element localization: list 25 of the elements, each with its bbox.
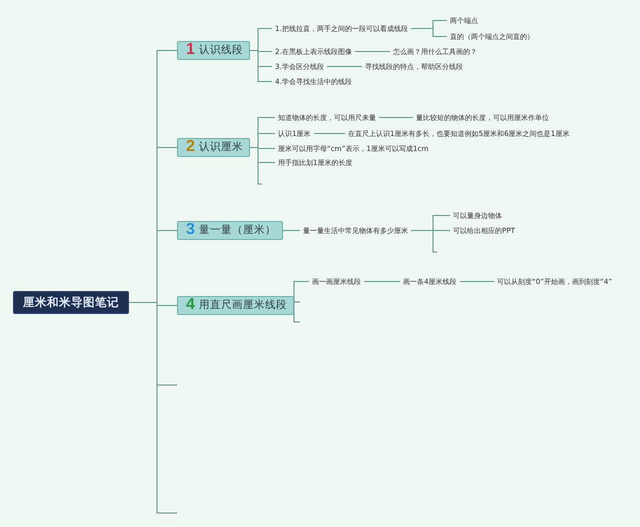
branch-number: 2 xyxy=(186,138,195,156)
branch-box xyxy=(177,220,283,240)
connector-line xyxy=(250,50,272,82)
connector-line xyxy=(410,230,438,252)
root-box: 厘米和米导图笔记 xyxy=(13,290,129,314)
connector-line xyxy=(326,66,362,67)
branch-box xyxy=(177,40,250,60)
branch-box xyxy=(177,138,250,156)
branch-number: 3 xyxy=(186,221,195,239)
connector-line xyxy=(250,147,262,184)
connector-line xyxy=(364,281,400,282)
connector-line xyxy=(378,117,414,118)
connector-line xyxy=(460,281,494,282)
connector-line xyxy=(282,230,300,231)
branch-box xyxy=(177,296,294,314)
connector-line xyxy=(128,302,178,514)
connector-line xyxy=(314,133,346,134)
branch-number: 1 xyxy=(186,41,195,59)
branch-number: 4 xyxy=(186,296,195,314)
branch-heading: 认识线段 xyxy=(198,43,243,57)
branch-heading: 认识厘米 xyxy=(198,140,243,154)
branch-heading: 量一量（厘米） xyxy=(198,223,276,237)
connector-line xyxy=(410,28,448,37)
branch-heading: 用直尺画厘米线段 xyxy=(198,298,287,312)
connector-line xyxy=(354,51,390,52)
